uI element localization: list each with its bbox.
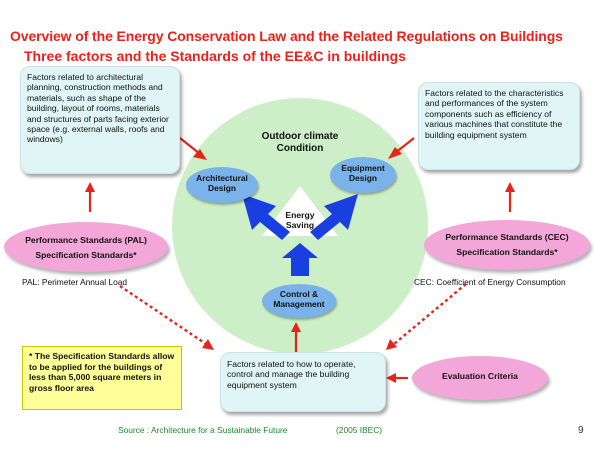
energy-saving-line-2: Saving — [285, 220, 315, 231]
equipment-factors-box: Factors related to the characteristics a… — [418, 82, 580, 170]
page-number: 9 — [578, 425, 584, 436]
specification-note-text: * The Specification Standards allow to b… — [29, 351, 175, 393]
architectural-design-oval: Architectural Design — [186, 167, 258, 203]
operation-factors-text: Factors related to how to operate, contr… — [227, 359, 356, 390]
title-line-2: Three factors and the Standards of the E… — [24, 48, 406, 64]
evaluation-criteria-label: Evaluation Criteria — [442, 371, 518, 381]
dotted-arrow-left-head — [202, 339, 214, 350]
cec-standards-oval: Performance Standards (CEC) Specificatio… — [424, 220, 590, 270]
operation-factors-box: Factors related to how to operate, contr… — [220, 352, 386, 412]
energy-saving-label: Energy Saving — [270, 210, 330, 231]
control-management-line-2: Management — [273, 299, 325, 310]
specification-note-box: * The Specification Standards allow to b… — [22, 346, 182, 410]
dotted-arrow-right-line — [393, 283, 467, 345]
source-caption: Source : Architecture for a Sustainable … — [118, 425, 288, 435]
equipment-design-oval: Equipment Design — [330, 157, 396, 193]
architectural-factors-text: Factors related to architectural plannin… — [27, 72, 169, 145]
red-arrow-equip-head — [388, 147, 402, 159]
pal-standards-oval: Performance Standards (PAL) Specificatio… — [4, 222, 168, 272]
architectural-factors-box: Factors related to architectural plannin… — [20, 66, 180, 174]
pal-definition: PAL: Perimeter Annual Load — [22, 277, 128, 287]
control-management-line-1: Control & — [279, 289, 319, 299]
equipment-design-line-1: Equipment — [341, 163, 385, 173]
pal-standards-line-1: Performance Standards (PAL) — [25, 235, 147, 245]
outdoor-climate-label: Outdoor climate Condition — [240, 131, 360, 155]
cec-definition: CEC: Coefficient of Energy Consumption — [414, 277, 566, 287]
control-management-oval: Control & Management — [262, 284, 336, 318]
cec-standards-line-1: Performance Standards (CEC) — [445, 232, 569, 242]
energy-saving-line-1: Energy — [285, 210, 315, 220]
outdoor-climate-line-1: Outdoor climate — [261, 131, 339, 142]
blue-arrow-right — [310, 194, 358, 240]
evaluation-criteria-oval: Evaluation Criteria — [412, 356, 548, 400]
architectural-design-line-2: Design — [208, 183, 236, 194]
dotted-arrow-left-line — [119, 285, 207, 345]
outdoor-climate-line-2: Condition — [276, 143, 324, 154]
equipment-factors-text: Factors related to the characteristics a… — [425, 88, 564, 140]
source-year: (2005 IBEC) — [336, 425, 383, 435]
pal-standards-line-2: Specification Standards* — [35, 250, 137, 260]
red-arrow-arch-line — [179, 137, 201, 155]
blue-arrow-up — [282, 243, 318, 276]
energy-saving-triangle — [262, 186, 338, 236]
blue-arrow-left — [242, 194, 290, 240]
dotted-arrow-right-head — [386, 339, 397, 350]
red-arrow-eval-head — [386, 373, 396, 383]
architectural-design-line-1: Architectural — [196, 173, 248, 183]
red-arrow-control-head — [291, 322, 301, 332]
red-arrow-pal-head — [85, 182, 95, 192]
cec-standards-line-2: Specification Standards* — [456, 247, 558, 257]
equipment-design-line-2: Design — [349, 173, 377, 184]
red-arrow-arch-head — [193, 149, 207, 160]
title-line-1: Overview of the Energy Conservation Law … — [10, 28, 563, 44]
red-arrow-cec-head — [505, 182, 515, 192]
